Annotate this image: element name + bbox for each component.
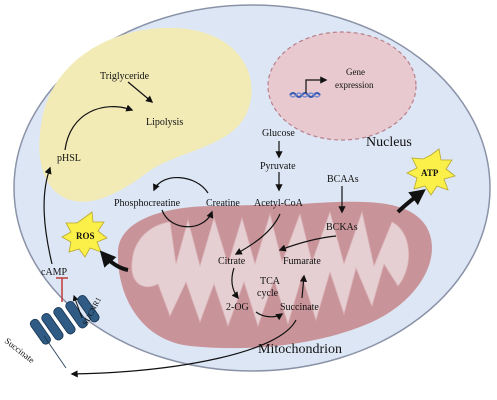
arrow-succinate-export — [70, 319, 297, 378]
arrow-triglyceride-lipolysis — [127, 81, 154, 103]
label-mitochondrion: Mitochondrion — [258, 342, 342, 357]
arrow-acetylcoa-citrate — [234, 213, 281, 255]
mitochondrion-cristae — [131, 210, 409, 328]
arrow-mito-ros — [99, 250, 129, 272]
arrow-2og-succinate — [255, 311, 284, 321]
label-succinate-outer: Succinate — [3, 336, 37, 365]
arrow-succinate-fumarate — [299, 274, 308, 299]
label-ros: ROS — [76, 231, 95, 241]
label-phosphocreatine: Phosphocreatine — [114, 198, 181, 209]
label-creatine: Creatine — [206, 198, 240, 209]
label-phsl: pHSL — [57, 153, 81, 164]
label-triglyceride: Triglyceride — [100, 71, 150, 82]
label-camp: cAMP — [41, 267, 68, 278]
label-gene-expression-2: expression — [335, 80, 374, 90]
arrow-phosphocreatine-creatine-bottom — [161, 209, 214, 228]
arrow-creatine-phosphocreatine-top — [153, 176, 209, 194]
dna-icon-strand — [289, 92, 321, 98]
label-succinate-inner: Succinate — [280, 302, 319, 313]
label-nucleus: Nucleus — [366, 135, 412, 150]
arrow-bckas-tca — [278, 235, 337, 252]
label-gene-expression-1: Gene — [346, 67, 365, 77]
label-glucose: Glucose — [262, 128, 295, 139]
label-tca-1: TCA — [260, 276, 281, 287]
label-lipolysis: Lipolysis — [146, 117, 183, 128]
label-bckas: BCKAs — [326, 222, 358, 233]
label-bcaas: BCAAs — [327, 174, 359, 185]
promoter-arrow-icon — [305, 76, 328, 93]
atp-star-icon — [406, 148, 456, 196]
label-acetyl-coa: Acetyl-CoA — [254, 198, 304, 209]
ros-star-icon — [61, 211, 108, 258]
lipid-droplet — [39, 27, 252, 202]
arrow-camp-phsl — [43, 166, 53, 265]
inhibition-line-icon — [56, 277, 68, 302]
label-citrate: Citrate — [218, 256, 246, 267]
nucleus — [267, 31, 417, 141]
arrow-phsl-lipolysis — [64, 104, 134, 151]
label-2og: 2-OG — [226, 302, 249, 313]
arrow-receptor-camp — [72, 294, 83, 319]
sucnr1-receptor-icon — [29, 295, 100, 369]
label-tca-2: cycle — [257, 288, 279, 299]
dna-icon — [289, 92, 321, 98]
label-fumarate: Fumarate — [283, 256, 321, 267]
label-pyruvate: Pyruvate — [260, 161, 296, 172]
label-atp: ATP — [421, 168, 439, 178]
arrow-citrate-2og — [231, 267, 239, 300]
arrow-mito-atp — [396, 189, 426, 214]
